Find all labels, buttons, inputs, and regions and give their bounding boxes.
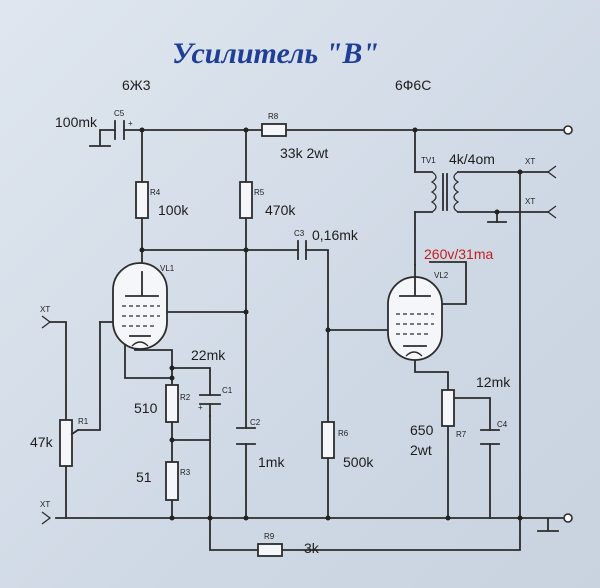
svg-text:R4: R4	[150, 188, 161, 197]
capacitor-c2: C2 1mk	[236, 418, 285, 470]
svg-text:C2: C2	[250, 418, 261, 427]
svg-text:1mk: 1mk	[258, 454, 285, 470]
resistor-r7: R7 650 2wt	[410, 389, 467, 458]
svg-text:R3: R3	[180, 468, 191, 477]
vl2-type-label: 6Ф6С	[395, 77, 431, 93]
svg-text:R1: R1	[78, 417, 89, 426]
svg-text:XT: XT	[525, 157, 535, 166]
svg-text:3k: 3k	[304, 540, 320, 556]
tube-vl2: VL2	[387, 264, 449, 361]
svg-text:R6: R6	[338, 429, 349, 438]
svg-text:C5: C5	[114, 109, 125, 118]
svg-text:470k: 470k	[265, 202, 296, 218]
svg-text:VL1: VL1	[160, 264, 175, 273]
svg-text:500k: 500k	[343, 454, 374, 470]
capacitor-c4: C4 12mk	[476, 374, 511, 445]
svg-text:XT: XT	[40, 305, 50, 314]
svg-text:R5: R5	[254, 188, 265, 197]
svg-text:+: +	[128, 119, 133, 128]
resistor-r6: R6 500k	[321, 421, 374, 470]
output-connector-top: XT	[525, 157, 557, 179]
svg-text:+: +	[198, 403, 203, 412]
potentiometer-r1: R1 47k	[30, 417, 89, 467]
resistor-r2: R2 510	[134, 384, 191, 423]
svg-text:R2: R2	[180, 393, 191, 402]
svg-text:0,16mk: 0,16mk	[312, 227, 359, 243]
resistor-r5: R5 470k	[239, 181, 296, 219]
svg-text:XT: XT	[525, 197, 535, 206]
resistor-r3: R3 51	[136, 461, 191, 501]
transformer-tv1: TV1 4k/4om	[421, 151, 495, 213]
ground-terminal	[563, 513, 573, 523]
svg-text:TV1: TV1	[421, 156, 436, 165]
junction-dots	[139, 127, 523, 521]
capacitor-c1: C1 + 22mk	[191, 347, 233, 417]
svg-text:2wt: 2wt	[410, 442, 432, 458]
capacitor-c5: C5 + 100mk	[55, 109, 133, 140]
svg-text:C1: C1	[222, 386, 233, 395]
capacitor-c3: C3 0,16mk	[294, 227, 359, 260]
svg-text:C4: C4	[497, 420, 508, 429]
svg-text:22mk: 22mk	[191, 347, 226, 363]
diagram-title: Усилитель "В"	[172, 37, 379, 70]
output-connector-bottom: XT	[525, 197, 557, 219]
svg-text:XT: XT	[40, 500, 50, 509]
svg-text:R8: R8	[268, 112, 279, 121]
svg-text:33k 2wt: 33k 2wt	[280, 145, 328, 161]
vl2-operating-point: 260v/31ma	[424, 246, 493, 262]
svg-text:12mk: 12mk	[476, 374, 511, 390]
svg-text:650: 650	[410, 422, 434, 438]
svg-text:100k: 100k	[158, 202, 189, 218]
svg-text:100mk: 100mk	[55, 114, 98, 130]
resistor-r8: R8 33k 2wt	[261, 112, 328, 161]
svg-text:51: 51	[136, 469, 152, 485]
svg-text:C3: C3	[294, 229, 305, 238]
resistor-r4: R4 100k	[135, 181, 189, 219]
input-connector-top: XT	[40, 305, 52, 329]
svg-text:510: 510	[134, 400, 158, 416]
svg-text:R7: R7	[456, 430, 467, 439]
input-connector-bottom: XT	[40, 500, 52, 525]
svg-text:47k: 47k	[30, 434, 54, 450]
bplus-terminal	[563, 125, 573, 135]
tube-vl1: VL1	[112, 262, 175, 350]
svg-text:VL2: VL2	[434, 271, 449, 280]
svg-text:R9: R9	[264, 532, 275, 541]
resistor-r9: R9 3k	[257, 532, 320, 557]
svg-text:4k/4om: 4k/4om	[449, 151, 495, 167]
vl1-type-label: 6Ж3	[122, 77, 151, 93]
